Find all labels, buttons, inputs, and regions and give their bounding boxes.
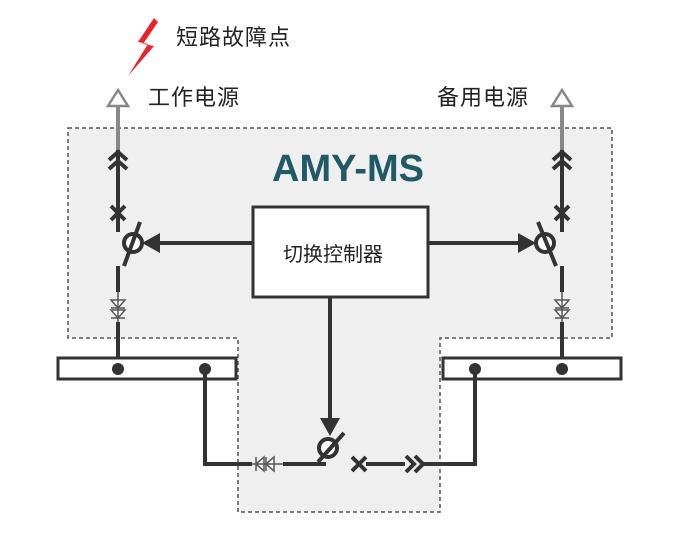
main-power-arrow-icon: [105, 87, 131, 150]
tie-line: [203, 369, 477, 474]
device-panel: [67, 127, 613, 513]
right-diode-icon: [553, 292, 571, 322]
controller-arrows: [142, 233, 536, 436]
tie-diode-icon: [252, 455, 283, 473]
right-busbar: [441, 356, 623, 381]
left-busbar: [56, 356, 238, 381]
controller-label: 切换控制器: [283, 242, 383, 266]
main-power-label: 工作电源: [148, 86, 241, 111]
left-feeder: [107, 149, 144, 372]
lightning-bolt-icon: [128, 18, 158, 76]
backup-power-label: 备用电源: [437, 86, 530, 111]
device-title: AMY-MS: [272, 148, 424, 190]
backup-power-arrow-icon: [549, 87, 575, 150]
controller-box: [251, 205, 430, 299]
fault-point-label: 短路故障点: [176, 26, 292, 51]
left-diode-icon: [109, 292, 127, 322]
